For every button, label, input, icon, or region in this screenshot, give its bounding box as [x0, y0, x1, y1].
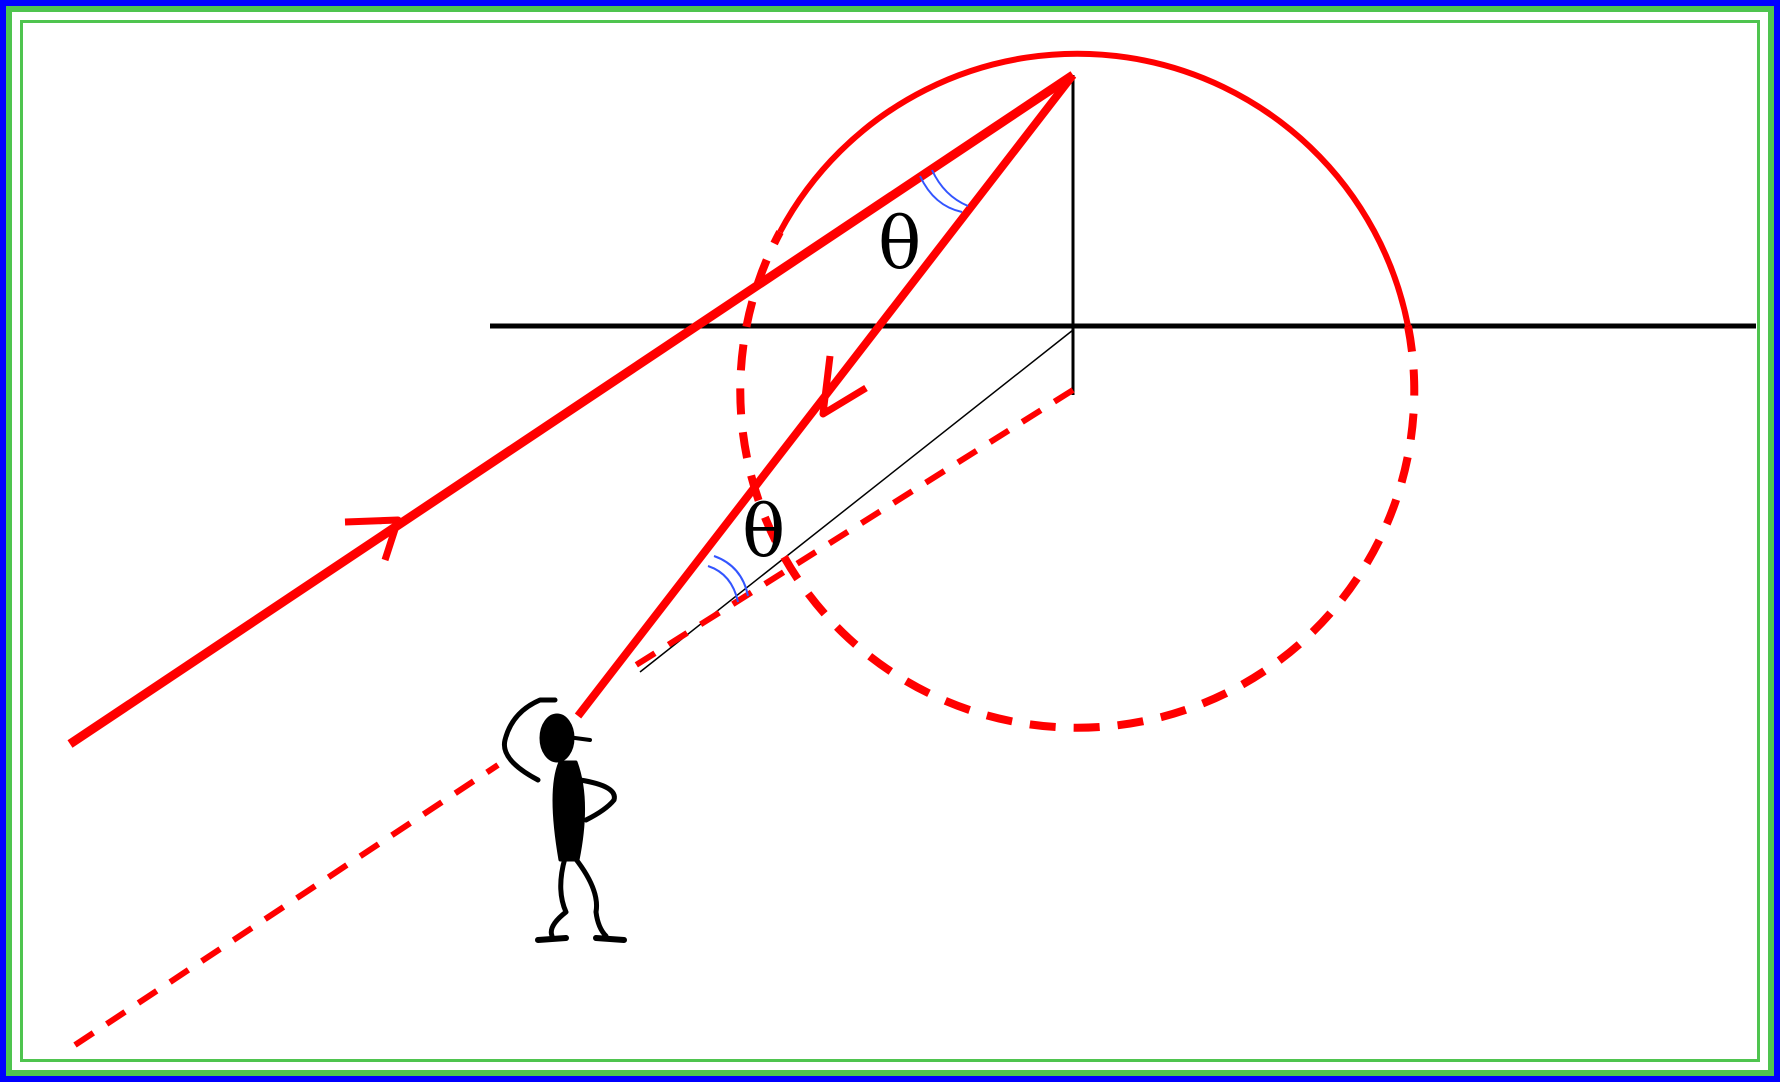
angle-arc-bottom-icon — [713, 555, 749, 597]
sunlight-ray-extension-dashed — [73, 762, 500, 1048]
reflected-ray-arrow-icon — [819, 355, 868, 418]
incoming-sunlight-ray — [67, 71, 1076, 748]
rainbow-circle-dashed-arc — [736, 230, 1419, 732]
theta-label-bottom: θ — [742, 489, 785, 573]
observer-person-icon — [501, 697, 627, 943]
theta-label-top: θ — [878, 201, 921, 285]
incoming-ray-arrow-icon — [344, 516, 402, 562]
antisolar-dashed-line — [623, 387, 1075, 675]
angle-arc-top-icon — [919, 175, 963, 213]
rainbow-circle-solid-arc — [777, 50, 1411, 327]
angle-arc-top-outer-icon — [931, 169, 969, 207]
angle-arc-bottom-outer-icon — [707, 565, 739, 603]
